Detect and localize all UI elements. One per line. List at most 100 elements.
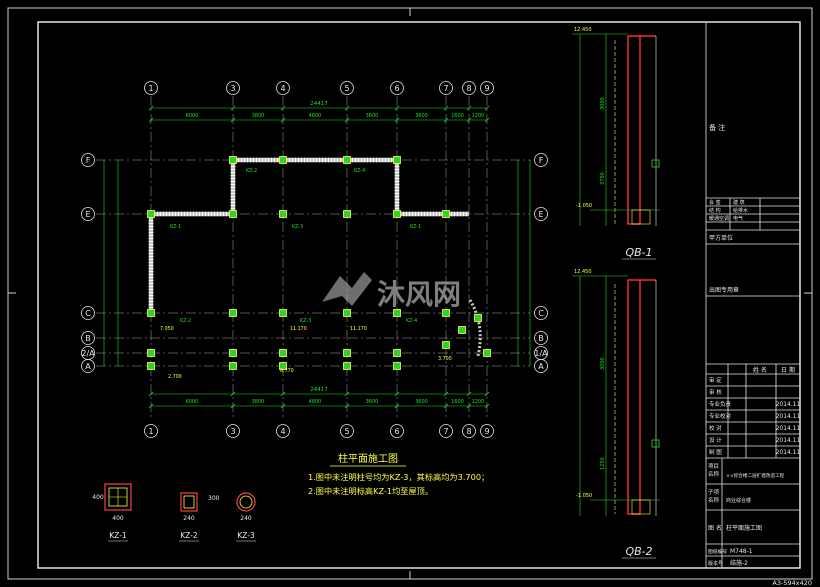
axis-bottom-8: 8 xyxy=(466,427,471,436)
axis-bottom-8-circle xyxy=(462,424,476,438)
axis-bottom-5-circle xyxy=(340,424,354,438)
axis-right-E-circle xyxy=(534,207,548,221)
column-elev-4: 2.700 xyxy=(168,374,182,380)
axis-top-8-circle xyxy=(462,81,476,95)
column-28 xyxy=(474,314,482,322)
tb-drawing-name: 柱平面施工图 xyxy=(726,524,762,532)
plan-title: 柱平面施工图 xyxy=(338,452,398,465)
axis-right-F-circle xyxy=(534,153,548,167)
axis-right-E: E xyxy=(538,210,543,219)
axis-bottom-3: 3 xyxy=(230,427,235,436)
dim-span-2: 3800 xyxy=(252,399,265,405)
dim-span-5: 3600 xyxy=(415,399,428,405)
dim-tick xyxy=(148,391,154,397)
dim-span-3: 4800 xyxy=(309,399,322,405)
dim-total: 24417 xyxy=(310,101,328,107)
tb-project-label-0: 项目 xyxy=(708,463,719,470)
dim-tick xyxy=(394,117,400,123)
qb1-dim-2: 3700 xyxy=(600,172,606,185)
dim-tick xyxy=(280,403,286,409)
dim-tick xyxy=(280,391,286,397)
dim-tick xyxy=(344,391,350,397)
axis-right-B-circle xyxy=(534,331,548,345)
tb-project-label-1: 名称 xyxy=(708,470,720,478)
tb-sign-val-1: 给排水 xyxy=(733,207,748,214)
tb-role-date-5: 2014.11 xyxy=(776,437,801,444)
axis-bottom-9-circle xyxy=(480,424,494,438)
tb-sign-val-2: 电气 xyxy=(733,215,743,222)
column-tag-6: KZ-3 xyxy=(300,318,311,324)
dim-span-1: 6000 xyxy=(186,113,199,119)
dim-tick xyxy=(344,403,350,409)
dim-tick xyxy=(394,105,400,111)
column-5 xyxy=(279,309,287,317)
column-elev-0: 7.050 xyxy=(160,326,174,332)
axis-left-F-circle xyxy=(81,153,95,167)
column-tag-4: KZ-1 xyxy=(410,224,421,230)
axis-left-sub-circle xyxy=(81,346,95,360)
tb-drawing-label: 图 名 xyxy=(708,524,722,532)
wall-outline xyxy=(151,157,469,217)
dim-tick xyxy=(394,403,400,409)
tb-sub-label-1: 名称 xyxy=(708,496,720,504)
axis-bottom-9: 9 xyxy=(484,427,489,436)
dim-tick xyxy=(148,117,154,123)
column-3 xyxy=(229,309,237,317)
column-14 xyxy=(343,156,351,164)
tb-role-1: 审 核 xyxy=(709,388,722,396)
dim-tick xyxy=(344,105,350,111)
tb-no-label: 图纸编号 xyxy=(708,548,727,555)
column-4 xyxy=(279,210,287,218)
watermark: 沐风网 xyxy=(322,272,461,311)
column-18 xyxy=(229,362,237,370)
sheet-size: A3-594x420 xyxy=(772,579,812,587)
tb-role-4: 校 对 xyxy=(709,424,722,432)
tb-role-3: 专业校对 xyxy=(709,412,732,420)
note-2: 2.图中未注明标高KZ-1均至屋顶。 xyxy=(308,486,433,496)
column-25 xyxy=(393,349,401,357)
section-kz3-label: KZ-3 xyxy=(237,531,255,540)
drawing-frame xyxy=(37,21,801,569)
tb-role-date-2: 2014.11 xyxy=(776,401,801,408)
dim-span-2: 3800 xyxy=(252,113,265,119)
tb-ver-label: 版本号 xyxy=(708,560,723,567)
axis-top-3: 3 xyxy=(230,84,235,93)
axis-top-5-circle xyxy=(340,81,354,95)
qb2-dim-3: 1250 xyxy=(600,457,606,470)
axis-left-A: A xyxy=(85,362,91,371)
column-6 xyxy=(343,210,351,218)
dim-tick xyxy=(466,105,472,111)
column-8 xyxy=(393,210,401,218)
axis-gridlines xyxy=(96,96,530,418)
dim-tick xyxy=(466,403,472,409)
dimension-lines: 6000600038003800480048003600360036003600… xyxy=(103,101,531,409)
dim-tick xyxy=(148,403,154,409)
axis-left-B: B xyxy=(85,334,91,343)
axis-right-sub-circle xyxy=(534,346,548,360)
axis-bottom-7: 7 xyxy=(443,427,448,436)
dim-total: 24417 xyxy=(310,387,328,393)
qb1-dim-1: 3000 xyxy=(600,97,606,110)
section-kz1-height: 400 xyxy=(92,494,104,501)
column-24 xyxy=(393,362,401,370)
tb-role-0: 审 定 xyxy=(709,376,722,384)
axis-bottom-3-circle xyxy=(226,424,240,438)
column-0 xyxy=(147,210,155,218)
wall-hatch xyxy=(151,157,469,217)
dim-tick xyxy=(443,117,449,123)
wall-section-qb1: 12.450 -1.050 3000 3700 QB-1 xyxy=(572,27,660,260)
axis-top-6: 6 xyxy=(394,84,399,93)
qb1-label: QB-1 xyxy=(626,246,653,259)
axis-top-9: 9 xyxy=(484,84,489,93)
tb-role-date-6: 2014.11 xyxy=(776,449,801,456)
axis-left-sub: 2/A xyxy=(81,349,95,358)
tb-role-date-3: 2014.11 xyxy=(776,413,801,420)
section-kz2: 240 300 KZ-2 xyxy=(179,492,220,542)
axis-top-7-circle xyxy=(439,81,453,95)
qb2-elev-bottom: -1.050 xyxy=(576,493,592,499)
axis-top-9-circle xyxy=(480,81,494,95)
dim-span-7: 1200 xyxy=(472,399,485,405)
axis-bottom-6-circle xyxy=(390,424,404,438)
